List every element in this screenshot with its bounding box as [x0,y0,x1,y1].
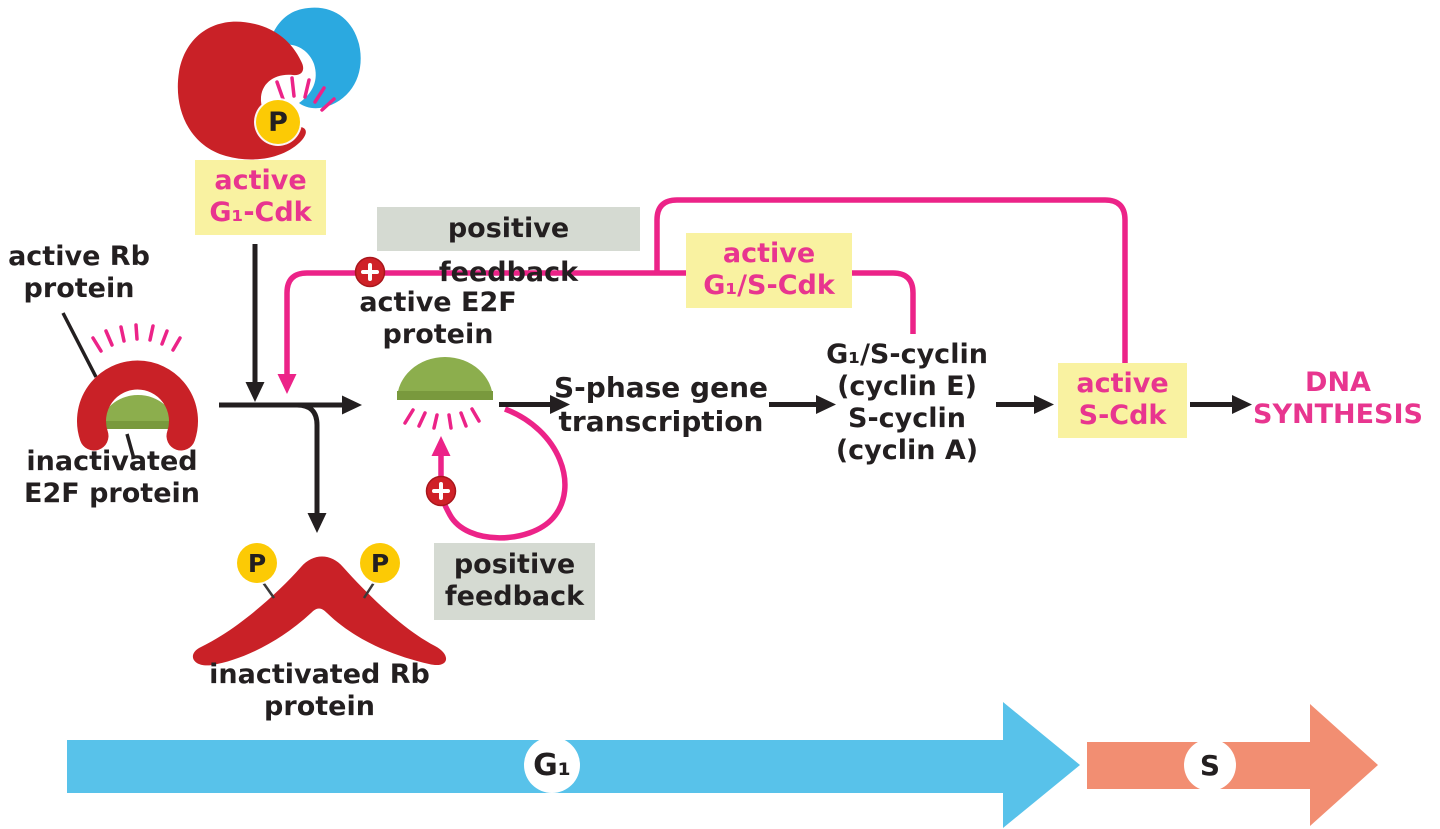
g1s-cdk-feedback-line [284,270,916,376]
s-phase-gene-transcription-label: S-phase gene transcription [553,371,769,438]
phosphate-badge-cdk: P [256,100,300,144]
active-e2f-dome [397,357,493,400]
g1-phase-label: G₁ [524,737,580,793]
phosphate-links [260,580,377,599]
active-rb-label: active Rb protein [8,241,150,305]
inactivated-e2f-dome [100,395,176,429]
active-e2f-dome-base [397,391,493,400]
inactivated-e2f-dome-base [100,421,176,429]
s-cdk-feedback-line [654,197,1128,366]
flow-arrowheads [245,382,1252,533]
phosphate-badge-rb-right: P [360,543,400,583]
active-rb-arc [77,360,198,451]
cdk-subunit-blue [270,7,361,109]
label-pointers [61,312,136,460]
feedback-lines [284,197,1128,541]
e2f-feedback-loop [439,406,568,541]
feedback-arrowhead-up [431,436,451,456]
cyclins-label: G₁/S-cyclin (cyclin E) S-cyclin (cyclin … [826,339,988,466]
plus-badge-loop [425,475,457,507]
s-phase-label: S [1184,739,1236,791]
rb-e2f-complex-icon [77,323,198,451]
positive-feedback-bottom-label: positive feedback [434,543,595,620]
inactivated-rb-icon [192,556,447,666]
active-e2f-icon [397,357,493,430]
plus-badge-top [354,256,386,288]
active-g1s-cdk-label: active G₁/S-Cdk [686,233,852,308]
flow-lines [219,244,1234,515]
inactivated-rb-label: inactivated Rb protein [209,659,430,723]
phosphate-badge-rb-left: P [237,543,277,583]
active-s-cdk-label: active S-Cdk [1058,363,1187,438]
dna-synthesis-label: DNA SYNTHESIS [1253,367,1423,431]
active-e2f-label: active E2F protein [359,287,517,351]
activity-sparks-rb [91,323,182,353]
activity-sparks-top [275,76,336,112]
active-g1-cdk-label: active G₁-Cdk [195,160,326,235]
feedback-arrowhead-down [277,374,297,394]
activity-sparks-e2f [403,407,481,430]
positive-feedback-top-label: positive feedback [377,207,640,288]
inactivated-e2f-label: inactivated E2F protein [24,446,200,510]
